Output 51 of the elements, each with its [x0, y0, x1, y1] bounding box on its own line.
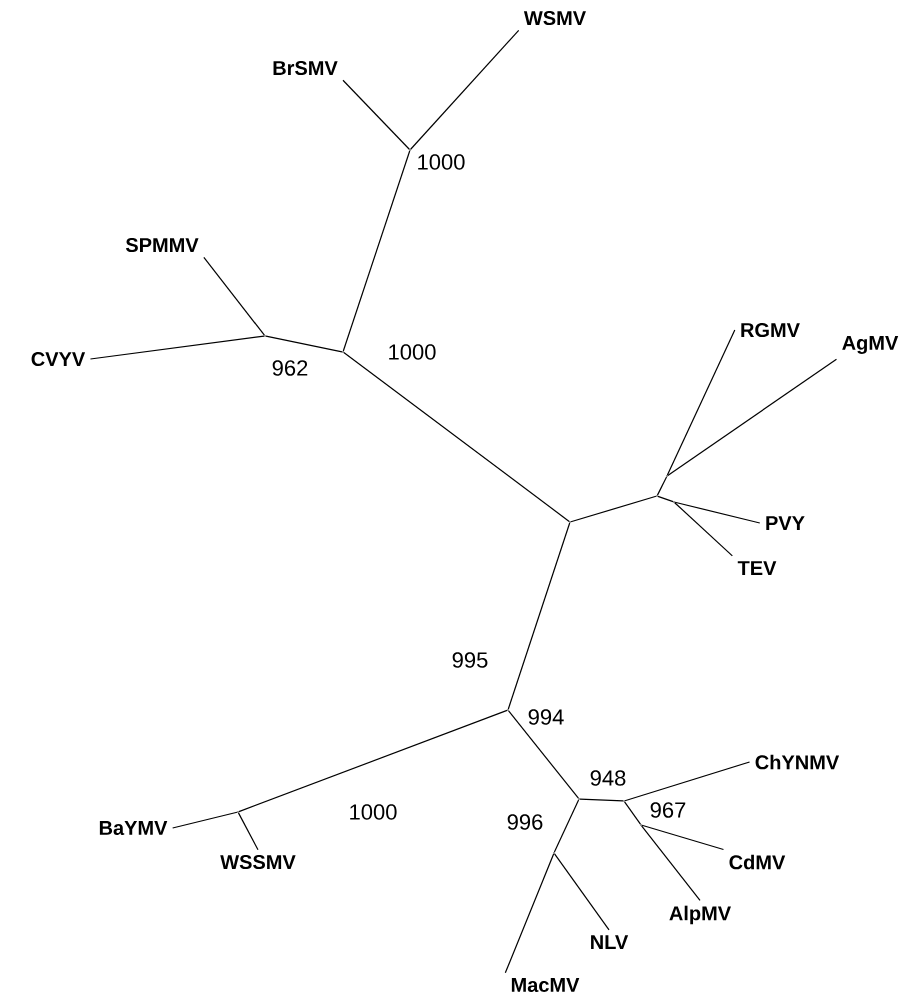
bootstrap-value: 967: [650, 802, 686, 818]
taxon-label: CVYV: [31, 351, 86, 367]
tree-branch: [657, 495, 674, 503]
tree-branch: [237, 812, 259, 851]
taxon-label: RGMV: [741, 322, 800, 338]
taxon-label: PVY: [766, 516, 805, 530]
taxon-label: AgMV: [842, 336, 899, 354]
tree-branch: [238, 709, 508, 813]
bootstrap-value: 996: [507, 814, 543, 830]
tree-branch: [410, 29, 520, 150]
tree-branch: [508, 710, 579, 799]
tree-branch: [172, 811, 238, 829]
tree-branch: [666, 329, 736, 476]
taxon-label: WSSMV: [220, 854, 296, 870]
tree-branch: [624, 801, 641, 825]
tree-branch: [570, 495, 657, 523]
taxon-label: NLV: [591, 935, 629, 949]
taxon-label: CdMV: [729, 854, 786, 870]
tree-branch: [342, 79, 410, 150]
bootstrap-value: 1000: [389, 344, 436, 360]
taxon-label: WSMV: [523, 10, 586, 26]
tree-branch: [342, 150, 411, 352]
taxon-label: BrSMV: [273, 60, 338, 76]
taxon-label: TEV: [737, 561, 777, 575]
tree-branch: [624, 761, 751, 802]
tree-branch: [553, 799, 580, 853]
tree-branch: [579, 798, 624, 802]
taxon-label: SPMMV: [125, 237, 199, 253]
taxon-label: MacMV: [511, 978, 580, 992]
tree-branch: [674, 501, 761, 524]
bootstrap-value: 1000: [350, 804, 397, 820]
bootstrap-value: 994: [528, 709, 564, 725]
tree-branch: [554, 853, 610, 931]
taxon-label: ChYNMV: [755, 754, 840, 770]
tree-branch: [343, 352, 570, 522]
tree-branch: [265, 335, 343, 353]
bootstrap-value: 1000: [418, 154, 465, 170]
bootstrap-value: 995: [452, 652, 488, 668]
tree-branch: [203, 256, 265, 336]
tree-branch: [641, 825, 701, 902]
bootstrap-value: 962: [272, 360, 308, 376]
taxon-label: BaYMV: [99, 821, 168, 835]
tree-branch: [504, 853, 555, 974]
tree-branch: [667, 358, 838, 477]
taxon-label: AlpMV: [669, 905, 731, 925]
tree-branch: [674, 502, 733, 557]
tree-branch: [507, 522, 571, 710]
tree-branch: [641, 824, 725, 851]
tree-branch: [656, 476, 668, 496]
tree-branch: [89, 335, 265, 360]
bootstrap-value: 948: [590, 770, 626, 786]
